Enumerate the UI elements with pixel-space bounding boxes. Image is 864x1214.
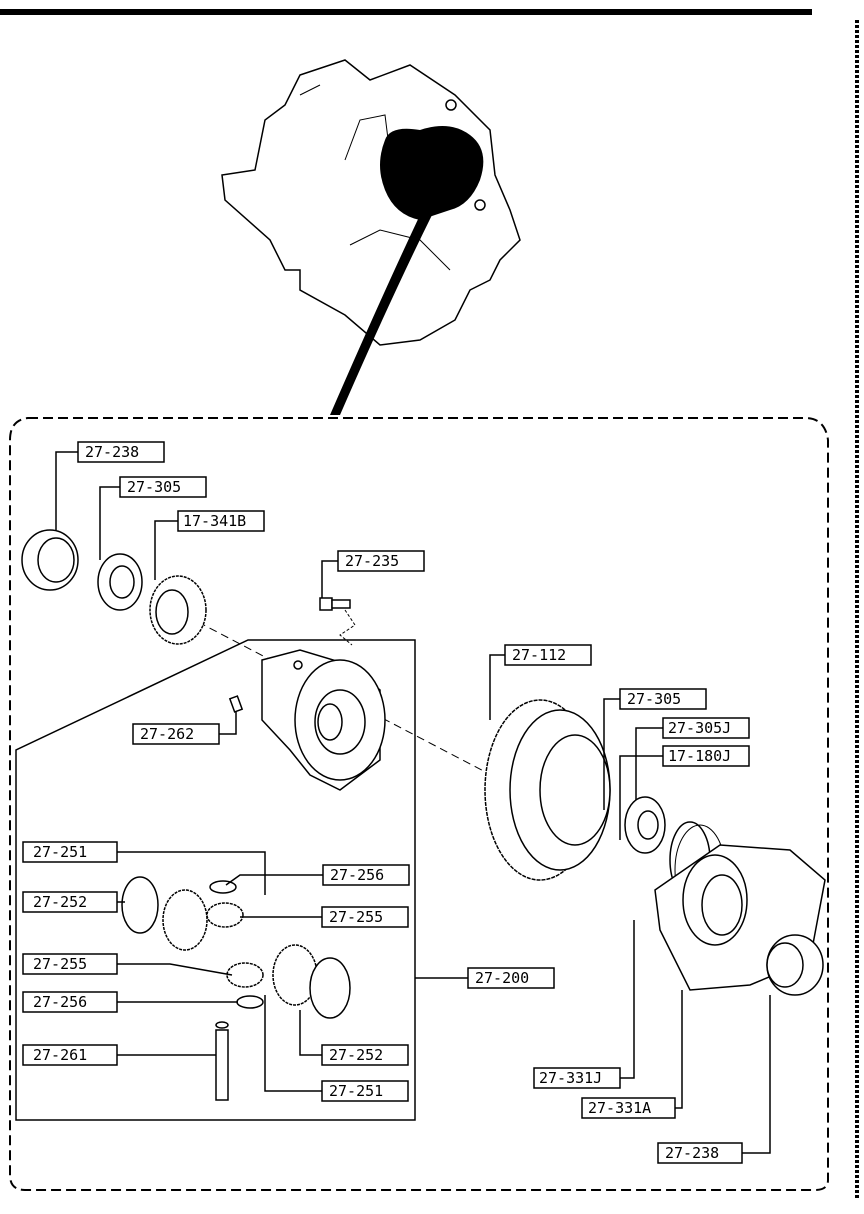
callout-27-255-top: 27-255	[321, 906, 409, 928]
svg-text:27-261: 27-261	[33, 1046, 87, 1064]
callout-27-261: 27-261	[22, 1044, 118, 1066]
svg-text:27-252: 27-252	[329, 1046, 383, 1064]
svg-text:27-238: 27-238	[665, 1144, 719, 1162]
svg-text:27-200: 27-200	[475, 969, 529, 987]
callout-27-251-bot: 27-251	[321, 1080, 409, 1102]
svg-text:27-251: 27-251	[33, 843, 87, 861]
svg-text:27-305J: 27-305J	[668, 719, 731, 737]
callout-27-200: 27-200	[467, 967, 555, 989]
svg-text:27-255: 27-255	[33, 955, 87, 973]
transaxle-locator	[221, 59, 521, 415]
callout-27-252-top: 27-252	[22, 891, 118, 913]
assembly-boundary	[9, 417, 829, 1191]
callout-27-235: 27-235	[337, 550, 425, 572]
bearing-right	[624, 796, 666, 854]
svg-text:27-305: 27-305	[627, 690, 681, 708]
svg-text:27-331A: 27-331A	[588, 1099, 651, 1117]
callout-27-238-top: 27-238	[77, 441, 165, 463]
svg-text:17-341B: 17-341B	[183, 512, 246, 530]
callout-27-256-mid: 27-256	[22, 991, 118, 1013]
callout-27-255-mid: 27-255	[22, 953, 118, 975]
callout-27-305-right: 27-305	[619, 688, 707, 710]
differential-case	[261, 649, 386, 791]
case-assembly-box	[15, 639, 416, 1121]
speedo-gear	[149, 575, 207, 645]
svg-text:27-331J: 27-331J	[539, 1069, 602, 1087]
callout-17-341b: 17-341B	[177, 510, 265, 532]
callout-27-112: 27-112	[504, 644, 592, 666]
callout-27-238-bot: 27-238	[657, 1142, 743, 1164]
pin	[228, 695, 244, 713]
svg-text:27-238: 27-238	[85, 443, 139, 461]
bolt	[319, 597, 356, 646]
callout-27-305-top: 27-305	[119, 476, 207, 498]
svg-text:17-180J: 17-180J	[668, 747, 731, 765]
pinion-gear-bottom	[226, 962, 264, 988]
callouts: 27-238 27-305 17-341B 27-235 27-262 27-1…	[22, 441, 750, 1164]
svg-text:27-305: 27-305	[127, 478, 181, 496]
pinion-gear-top	[206, 902, 244, 928]
callout-27-252-bot: 27-252	[321, 1044, 409, 1066]
thrust-washer-left	[121, 876, 159, 934]
svg-text:27-256: 27-256	[33, 993, 87, 1011]
svg-text:27-256: 27-256	[330, 866, 384, 884]
callout-27-251-top: 27-251	[22, 841, 118, 863]
pointer-arrow	[330, 215, 432, 415]
callout-27-305j: 27-305J	[662, 717, 750, 739]
pinion-shaft	[215, 1021, 229, 1101]
leader-lines	[55, 451, 771, 1154]
bearing-left	[21, 529, 79, 591]
callout-27-331j: 27-331J	[533, 1067, 621, 1089]
race-left	[97, 553, 143, 611]
thrust-washer-right	[309, 957, 351, 1019]
side-gear-left	[162, 889, 208, 951]
ring-gear	[484, 699, 611, 881]
svg-text:27-262: 27-262	[140, 725, 194, 743]
svg-text:27-255: 27-255	[329, 908, 383, 926]
bearing-far-right	[766, 934, 824, 996]
header-rule	[0, 9, 812, 15]
callout-27-256-top: 27-256	[322, 864, 410, 886]
svg-text:27-112: 27-112	[512, 646, 566, 664]
svg-text:27-251: 27-251	[329, 1082, 383, 1100]
pinion-washer-bottom	[236, 995, 264, 1009]
callout-17-180j: 17-180J	[662, 745, 750, 767]
bearing-housing	[654, 844, 826, 991]
pinion-washer-top	[209, 880, 237, 894]
callout-27-331a: 27-331A	[581, 1097, 676, 1119]
svg-text:27-235: 27-235	[345, 552, 399, 570]
highlight-area	[380, 126, 484, 220]
svg-text:27-252: 27-252	[33, 893, 87, 911]
callout-27-262: 27-262	[132, 723, 220, 745]
